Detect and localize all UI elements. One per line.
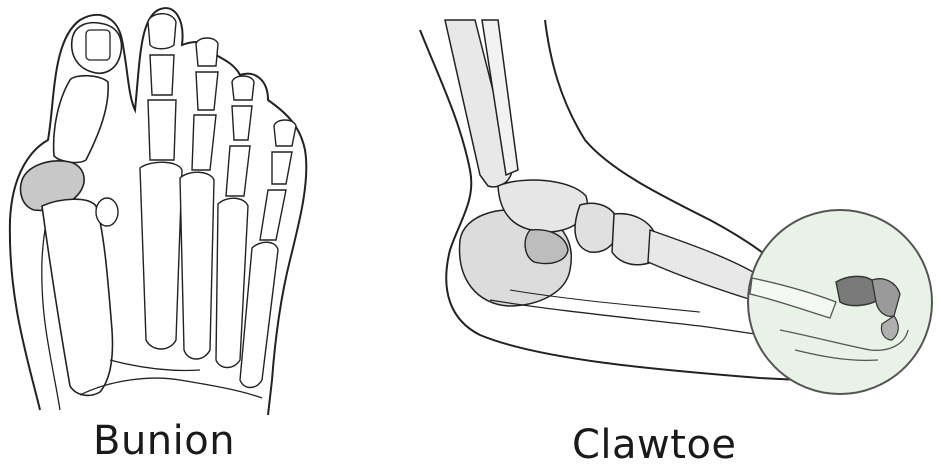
fourth-toe-proximal — [226, 146, 250, 196]
second-toe-middle — [150, 55, 174, 95]
fifth-toe-distal — [274, 120, 296, 146]
fifth-toe-proximal — [260, 190, 286, 240]
bunion-label: Bunion — [93, 418, 235, 464]
sesamoid-bone — [96, 198, 118, 226]
second-metatarsal — [140, 162, 182, 349]
second-toe-distal — [148, 14, 176, 49]
third-toe-middle — [196, 72, 218, 110]
big-toe-nail — [86, 30, 110, 60]
third-toe-distal — [196, 38, 218, 66]
fifth-toe-middle — [272, 152, 292, 184]
big-toe-proximal — [54, 76, 109, 163]
bunion-foot-illustration — [0, 0, 330, 420]
second-toe-proximal — [148, 100, 176, 160]
third-metatarsal — [180, 172, 214, 359]
third-toe-proximal — [192, 115, 216, 170]
fourth-toe-distal — [232, 76, 254, 100]
clawtoe-foot-illustration — [400, 0, 938, 420]
bunion-panel: Bunion — [0, 0, 330, 472]
fourth-toe-middle — [232, 106, 252, 140]
clawtoe-panel: Clawtoe — [400, 0, 938, 472]
clawtoe-label: Clawtoe — [572, 422, 737, 468]
